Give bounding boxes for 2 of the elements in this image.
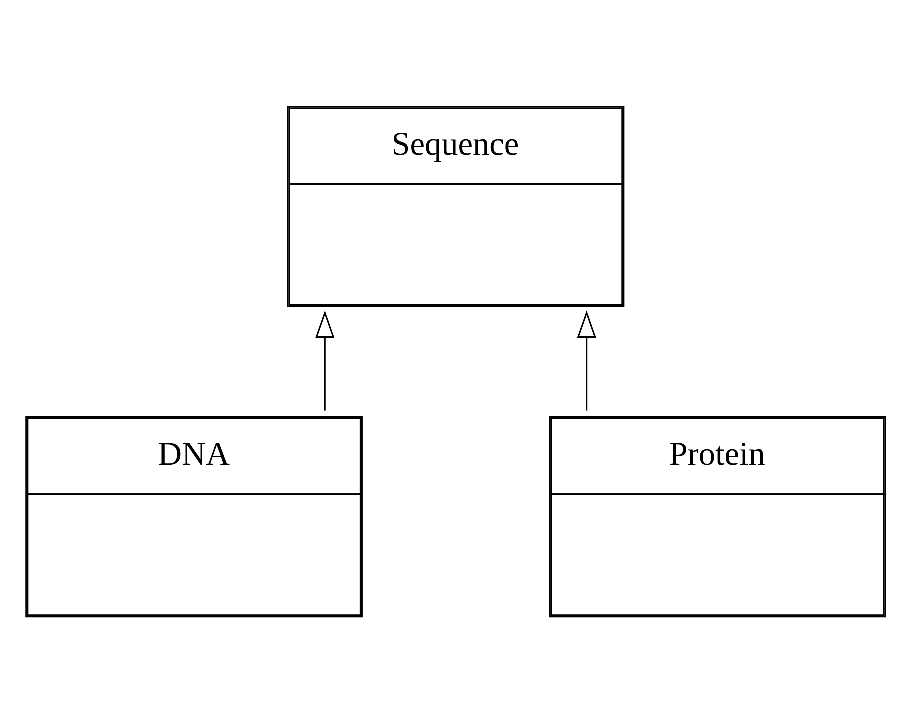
- arrow: [316, 310, 335, 411]
- arrow: [577, 310, 596, 411]
